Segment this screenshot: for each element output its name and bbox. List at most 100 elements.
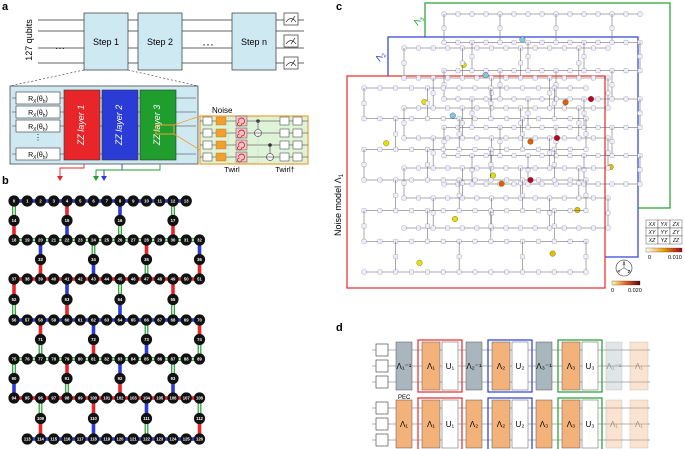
qubit-node [74, 353, 86, 365]
qubit-node [8, 293, 20, 306]
mini-qubit [455, 124, 461, 130]
rx-gate-label: RX(θh) [28, 124, 48, 133]
step-n-label: Step n [241, 37, 267, 47]
rx-gate-label: RX(θh) [28, 152, 48, 161]
mini-qubit [605, 45, 611, 51]
qubit-label: 83 [118, 357, 123, 362]
mini-qubit [511, 39, 517, 45]
qubit-label: 66 [144, 318, 149, 323]
qubit-node [167, 195, 179, 207]
mini-qubit [440, 208, 446, 214]
qubit-label: 48 [157, 277, 162, 282]
qubit-label: 78 [51, 357, 56, 362]
mini-qubit [401, 225, 407, 231]
qubit-label: 96 [38, 396, 43, 401]
mini-qubit [637, 11, 643, 17]
qubit-node [140, 392, 153, 404]
qubit-box [375, 417, 389, 431]
mini-qubit [416, 195, 421, 201]
qubit-label: 74 [197, 337, 202, 342]
mini-qubit [503, 165, 509, 171]
qubit-label: 90 [12, 376, 17, 381]
mini-qubit [474, 45, 480, 51]
mini-qubit [567, 153, 573, 159]
qubit-label: 8 [119, 199, 122, 204]
rx-gate-label: RX(θh) [28, 96, 48, 105]
qubit-label: 114 [37, 437, 44, 442]
circuit-block-label: Λ₁⁻¹ [397, 362, 412, 371]
mini-qubit [456, 208, 462, 214]
mini-qubit [459, 75, 465, 81]
xyz-circle-icon: X Y Z [615, 259, 633, 277]
qubit-node [74, 314, 86, 326]
mini-qubit [547, 105, 553, 111]
qubit-node [180, 353, 192, 365]
mini-qubit [409, 238, 414, 244]
mini-qubit [609, 96, 615, 102]
qubit-node [87, 412, 100, 425]
colorbar-1: 0 0.010 [645, 247, 683, 261]
qubit-label: 122 [143, 437, 151, 442]
pauli-cell: XX [648, 222, 656, 228]
circuit-block-label: U₃ [585, 420, 594, 429]
mini-qubit [637, 68, 643, 74]
mini-qubit [409, 177, 414, 183]
qubit-label: 124 [170, 437, 178, 442]
qubit-label: 40 [51, 277, 56, 282]
qubit-label: 56 [12, 318, 17, 323]
mini-qubit [623, 96, 629, 102]
mini-qubit [595, 181, 601, 187]
qubit-node [140, 195, 153, 207]
lambda-2-label: Λ2 [373, 49, 388, 64]
mini-qubit [539, 124, 545, 130]
mini-qubit [511, 181, 517, 187]
qubit-label: 70 [197, 318, 202, 323]
qubit-label: 0 [13, 199, 16, 204]
qubit-label: 73 [144, 337, 149, 342]
mini-qubit [456, 269, 462, 275]
mini-qubit [483, 11, 489, 17]
layer-frame [417, 339, 463, 393]
mini-qubit [511, 68, 517, 74]
mini-qubit [425, 177, 430, 183]
qubit-node [154, 273, 166, 285]
circuit-block-label: Λ₂⁻¹ [466, 362, 482, 371]
qubit-label: 38 [25, 277, 30, 282]
mini-qubit [520, 208, 525, 214]
qubit-node [61, 353, 73, 365]
mini-qubit [445, 165, 451, 171]
qubit-label: 102 [117, 396, 125, 401]
pec-label: PEC [398, 395, 411, 401]
qubit-box [375, 433, 389, 447]
circuit-block-label: Λ₁ [610, 420, 618, 429]
circuit-block-label: Λ₁ [427, 362, 435, 371]
qubit-label: 105 [156, 396, 164, 401]
qubit-label: 46 [131, 277, 136, 282]
qubit-label: 32 [197, 238, 202, 243]
mini-qubit [445, 195, 451, 201]
mini-qubit [504, 177, 510, 183]
mini-qubit [567, 238, 573, 244]
circuit-block-label: U₁ [446, 362, 455, 371]
mini-qubit [416, 225, 421, 231]
mini-qubit [474, 135, 480, 141]
qubit-label: 110 [90, 416, 97, 421]
qubit-box [375, 359, 389, 373]
mini-qubit [488, 238, 494, 244]
mini-qubit [416, 45, 421, 51]
qubit-node [87, 433, 100, 445]
qubit-node [87, 314, 100, 326]
mini-qubit [483, 124, 489, 130]
qubit-label: 68 [171, 318, 176, 323]
mini-qubit [576, 225, 582, 231]
qubit-node [167, 293, 179, 306]
qubit-node [180, 195, 192, 207]
mini-qubit [539, 39, 545, 45]
mini-qubit [393, 208, 399, 214]
mini-qubit [553, 181, 559, 187]
qubit-node [61, 433, 73, 445]
mini-qubit [430, 45, 436, 51]
mini-qubit [567, 68, 573, 74]
qubit-label: 95 [25, 396, 30, 401]
